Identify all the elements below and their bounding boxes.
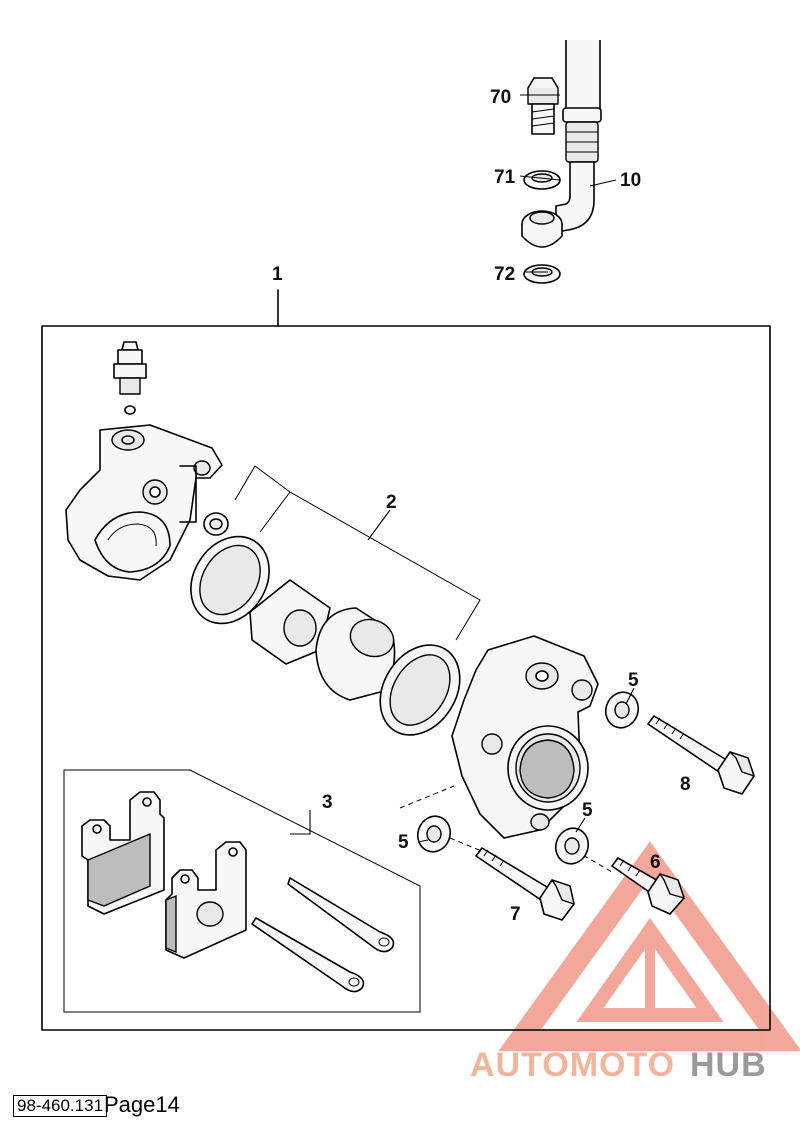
callout-5-upper: 5 bbox=[628, 670, 639, 691]
piston-seal-left bbox=[190, 535, 270, 625]
pad-kit-frame bbox=[63, 769, 421, 1013]
brake-pad-right bbox=[165, 841, 247, 959]
watermark-logo-triangle bbox=[498, 841, 800, 1051]
callout-8: 8 bbox=[680, 774, 691, 795]
brake-hose bbox=[521, 40, 602, 248]
callout-10: 10 bbox=[620, 170, 641, 191]
brake-pad-left bbox=[81, 791, 165, 915]
callout-labels: 70 71 10 72 1 2 3 5 5 5 6 7 8 bbox=[272, 87, 691, 925]
callout-72: 72 bbox=[494, 264, 515, 285]
callout-71: 71 bbox=[494, 167, 516, 188]
watermark-brand-right: HUB bbox=[690, 1046, 767, 1084]
bleeder-valve bbox=[113, 341, 147, 415]
assembly-frame bbox=[41, 289, 771, 1031]
callout-70: 70 bbox=[490, 87, 511, 108]
callout-5-lower-left: 5 bbox=[398, 832, 409, 853]
watermark-logo-text: AUTOMOTO HUB bbox=[470, 1046, 767, 1084]
callout-7: 7 bbox=[510, 904, 521, 925]
piston-seal-right bbox=[379, 644, 461, 736]
callout-1: 1 bbox=[272, 264, 283, 285]
callout-2: 2 bbox=[386, 492, 397, 513]
washer-lower-left bbox=[416, 815, 452, 853]
caliper-half-left bbox=[65, 424, 223, 581]
page-label: Page14 bbox=[104, 1092, 180, 1117]
caliper-half-right bbox=[451, 635, 599, 839]
bolt-7 bbox=[475, 847, 575, 921]
callout-6: 6 bbox=[650, 852, 661, 873]
alignment-line-upper bbox=[399, 785, 455, 809]
watermark-brand-left: AUTOMOTO bbox=[470, 1046, 675, 1084]
cotter-pin-lower bbox=[251, 917, 365, 993]
leader-lines bbox=[290, 94, 635, 843]
document-number: 98-460.131 bbox=[13, 1095, 108, 1117]
seal-kit bbox=[190, 465, 481, 736]
bolt-8 bbox=[647, 715, 755, 795]
callout-5-lower-right: 5 bbox=[582, 800, 593, 821]
callout-3: 3 bbox=[322, 792, 333, 813]
small-o-ring bbox=[203, 512, 229, 536]
banjo-washer-lower bbox=[523, 264, 561, 284]
banjo-bolt bbox=[527, 77, 559, 135]
bolt-6 bbox=[611, 857, 685, 915]
piston bbox=[315, 607, 396, 701]
washer-upper-right bbox=[604, 691, 640, 729]
washer-lower-right bbox=[554, 827, 590, 865]
cotter-pin-upper bbox=[287, 877, 395, 953]
